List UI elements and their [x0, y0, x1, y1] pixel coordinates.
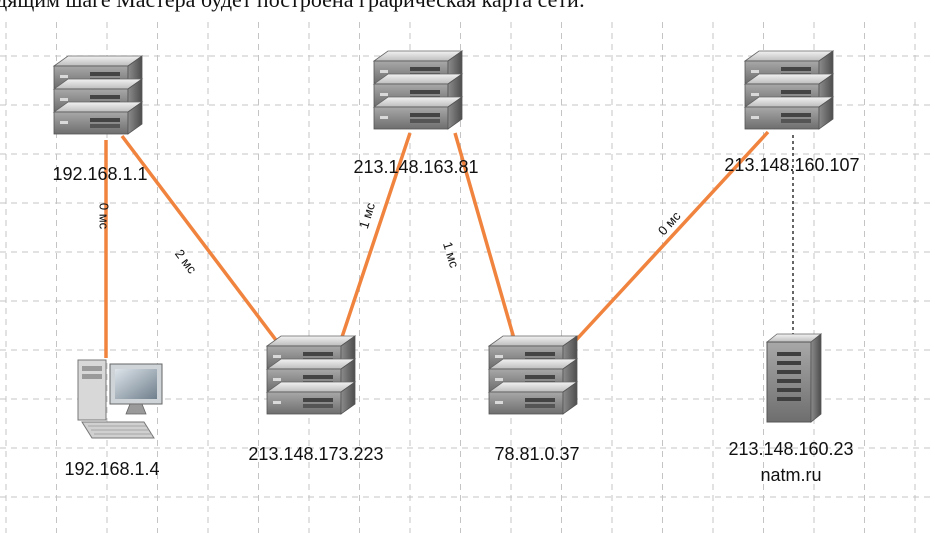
network-router-icon: [487, 335, 579, 415]
nodes-layer: 192.168.1.1 213.148.163.81 213.148.160.107…: [52, 50, 860, 485]
link-n2-n6[interactable]: [453, 132, 517, 343]
node-server[interactable]: 213.148.160.23 natm.ru: [728, 333, 854, 485]
link-n5-n2[interactable]: [335, 132, 412, 353]
node-address-label: 213.148.160.107: [724, 155, 859, 175]
network-router-icon: [52, 55, 144, 135]
network-router-icon: [743, 50, 835, 130]
node-router[interactable]: 213.148.173.223: [248, 335, 384, 464]
link-latency-label: 0 мс: [655, 208, 684, 238]
network-router-icon: [265, 335, 357, 415]
node-workstation[interactable]: 192.168.1.4: [64, 359, 163, 479]
link-latency-label: 2 мс: [172, 246, 200, 276]
tower-server-icon: [765, 333, 823, 423]
node-router[interactable]: 78.81.0.37: [487, 335, 580, 464]
link-n6-n3[interactable]: [563, 130, 770, 354]
node-address-label: 213.148.160.23: [728, 439, 853, 459]
link-latency-label: 1 мс: [356, 200, 378, 230]
node-router[interactable]: 192.168.1.1: [52, 55, 148, 184]
node-address-label: 78.81.0.37: [494, 444, 579, 464]
link-latency-label: 0 мс: [97, 203, 112, 230]
link-latency-label: 1 мс: [440, 240, 462, 270]
node-address-label: 192.168.1.1: [52, 164, 147, 184]
node-address-label: 192.168.1.4: [64, 459, 159, 479]
node-hostname-label: natm.ru: [760, 465, 821, 485]
caption-text: дящим шаге Мастера будет построена графи…: [0, 0, 585, 12]
node-router[interactable]: 213.148.160.107: [724, 50, 860, 175]
link-n1-n5[interactable]: [120, 134, 287, 354]
desktop-computer-icon: [77, 359, 163, 439]
node-address-label: 213.148.163.81: [353, 157, 478, 177]
network-router-icon: [372, 50, 464, 130]
node-address-label: 213.148.173.223: [248, 444, 383, 464]
node-router[interactable]: 213.148.163.81: [353, 50, 479, 177]
